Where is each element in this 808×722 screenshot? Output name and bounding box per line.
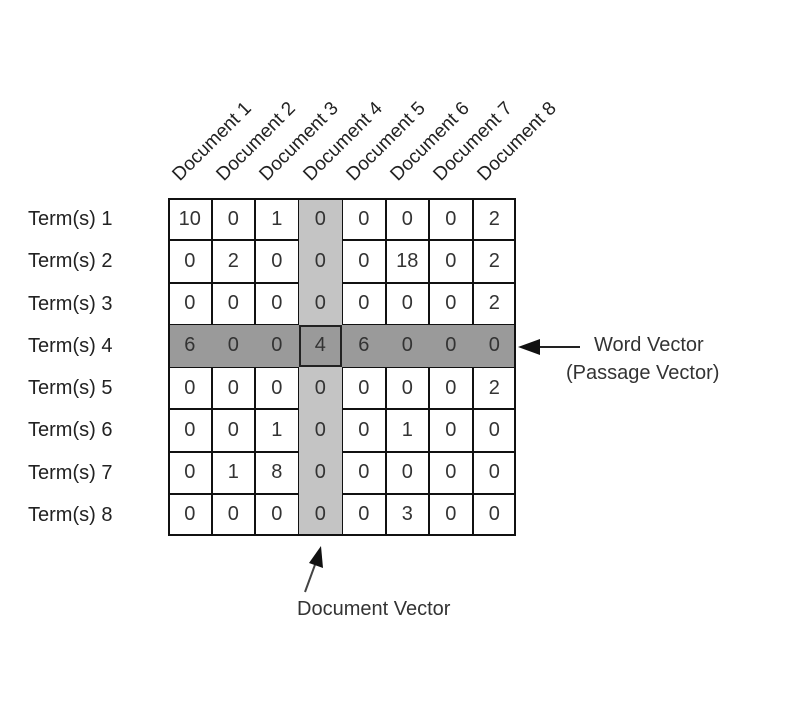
matrix-cell: 0 <box>342 451 386 494</box>
row-label: Term(s) 1 <box>28 208 113 230</box>
matrix-cell: 2 <box>472 367 516 410</box>
document-vector-label: Document Vector <box>297 598 451 620</box>
matrix-cell: 0 <box>385 282 429 325</box>
matrix-cell: 8 <box>255 451 299 494</box>
matrix-cell: 0 <box>342 282 386 325</box>
matrix-cell: 0 <box>298 451 342 494</box>
matrix-cell: 0 <box>429 282 473 325</box>
matrix-cell: 0 <box>472 324 516 367</box>
matrix-cell: 1 <box>385 409 429 452</box>
row-label: Term(s) 4 <box>28 334 113 357</box>
matrix-cell: 0 <box>385 367 429 410</box>
matrix-cell: 0 <box>168 367 212 410</box>
matrix-cell: 0 <box>211 493 255 536</box>
matrix-cell: 0 <box>168 451 212 494</box>
matrix-cell: 4 <box>298 324 342 367</box>
matrix-cell: 0 <box>429 409 473 452</box>
matrix-cell: 0 <box>429 493 473 536</box>
matrix-cell: 0 <box>429 324 473 367</box>
matrix-cell: 0 <box>342 493 386 536</box>
row-label: Term(s) 5 <box>28 377 113 399</box>
document-vector-arrow <box>304 546 323 593</box>
word-vector-arrow <box>518 339 580 355</box>
matrix-cell: 2 <box>211 240 255 283</box>
matrix-cell: 0 <box>211 409 255 452</box>
row-label: Term(s) 6 <box>28 419 113 442</box>
matrix-cell: 6 <box>342 324 386 367</box>
matrix-cell: 0 <box>385 324 429 367</box>
matrix-cell: 0 <box>429 367 473 410</box>
matrix-cell: 0 <box>298 282 342 325</box>
matrix-cell: 0 <box>211 367 255 410</box>
matrix-cell: 0 <box>211 282 255 325</box>
matrix-cell: 0 <box>255 367 299 410</box>
matrix-cell: 0 <box>342 240 386 283</box>
matrix-cell: 6 <box>168 324 212 367</box>
matrix-cell: 0 <box>255 240 299 283</box>
matrix-cell: 0 <box>342 367 386 410</box>
matrix-cell: 0 <box>298 198 342 241</box>
matrix-cell: 0 <box>211 198 255 241</box>
matrix-cell: 0 <box>298 493 342 536</box>
matrix-cell: 0 <box>255 282 299 325</box>
matrix-cell: 18 <box>385 240 429 283</box>
row-label: Term(s) 3 <box>28 292 113 315</box>
passage-vector-label: (Passage Vector) <box>566 362 720 384</box>
matrix-cell: 0 <box>472 451 516 494</box>
matrix-cell: 1 <box>211 451 255 494</box>
matrix-cell: 1 <box>255 198 299 241</box>
matrix-cell: 1 <box>255 409 299 452</box>
row-label: Term(s) 8 <box>28 503 113 526</box>
matrix-cell: 0 <box>298 240 342 283</box>
matrix-cell: 0 <box>298 409 342 452</box>
matrix-cell: 0 <box>472 409 516 452</box>
matrix-cell: 0 <box>429 198 473 241</box>
matrix-cell: 2 <box>472 240 516 283</box>
matrix-cell: 0 <box>429 451 473 494</box>
matrix-cell: 0 <box>255 324 299 367</box>
word-vector-label: Word Vector <box>594 334 704 356</box>
row-label: Term(s) 7 <box>28 461 113 484</box>
matrix-cell: 0 <box>168 493 212 536</box>
row-label: Term(s) 2 <box>28 250 113 273</box>
matrix-cell: 0 <box>211 324 255 367</box>
matrix-cell: 0 <box>342 409 386 452</box>
matrix-cell: 0 <box>429 240 473 283</box>
matrix-cell: 0 <box>168 409 212 452</box>
matrix-cell: 0 <box>298 367 342 410</box>
matrix-cell: 0 <box>385 451 429 494</box>
